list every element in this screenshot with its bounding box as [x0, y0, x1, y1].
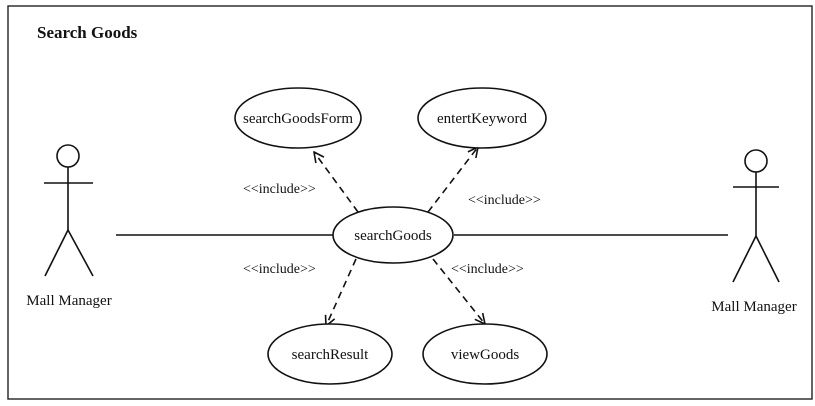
actor-left-figure-icon: [44, 144, 94, 277]
actor-right-figure-icon: [732, 149, 780, 283]
use-case-search-goods: searchGoods: [332, 206, 454, 264]
include-arrow-form: [314, 152, 359, 213]
use-case-entert-keyword: entertKeyword: [417, 87, 547, 149]
use-case-search-goods-form: searchGoodsForm: [234, 87, 362, 149]
diagram-title: Search Goods: [37, 23, 138, 42]
include-label-view: <<include>>: [451, 262, 524, 277]
use-case-view-goods: viewGoods: [422, 323, 548, 385]
include-label-form: <<include>>: [243, 182, 316, 197]
include-arrow-view: [432, 258, 485, 324]
include-arrow-result: [326, 258, 357, 326]
use-case-entert-keyword-label: entertKeyword: [437, 111, 527, 127]
actor-left: Mall Manager: [26, 144, 112, 309]
use-case-search-goods-form-label: searchGoodsForm: [243, 111, 353, 127]
use-case-search-goods-label: searchGoods: [354, 228, 432, 244]
actor-right: Mall Manager: [711, 149, 797, 315]
actor-left-label: Mall Manager: [26, 293, 111, 309]
use-case-search-result-label: searchResult: [292, 347, 369, 363]
use-case-view-goods-label: viewGoods: [451, 347, 519, 363]
include-label-result: <<include>>: [243, 262, 316, 277]
include-arrow-keyword: [427, 147, 478, 213]
use-case-search-result: searchResult: [267, 323, 393, 385]
diagram-border: [7, 5, 813, 400]
include-label-keyword: <<include>>: [468, 193, 541, 208]
actor-right-label: Mall Manager: [711, 299, 796, 315]
